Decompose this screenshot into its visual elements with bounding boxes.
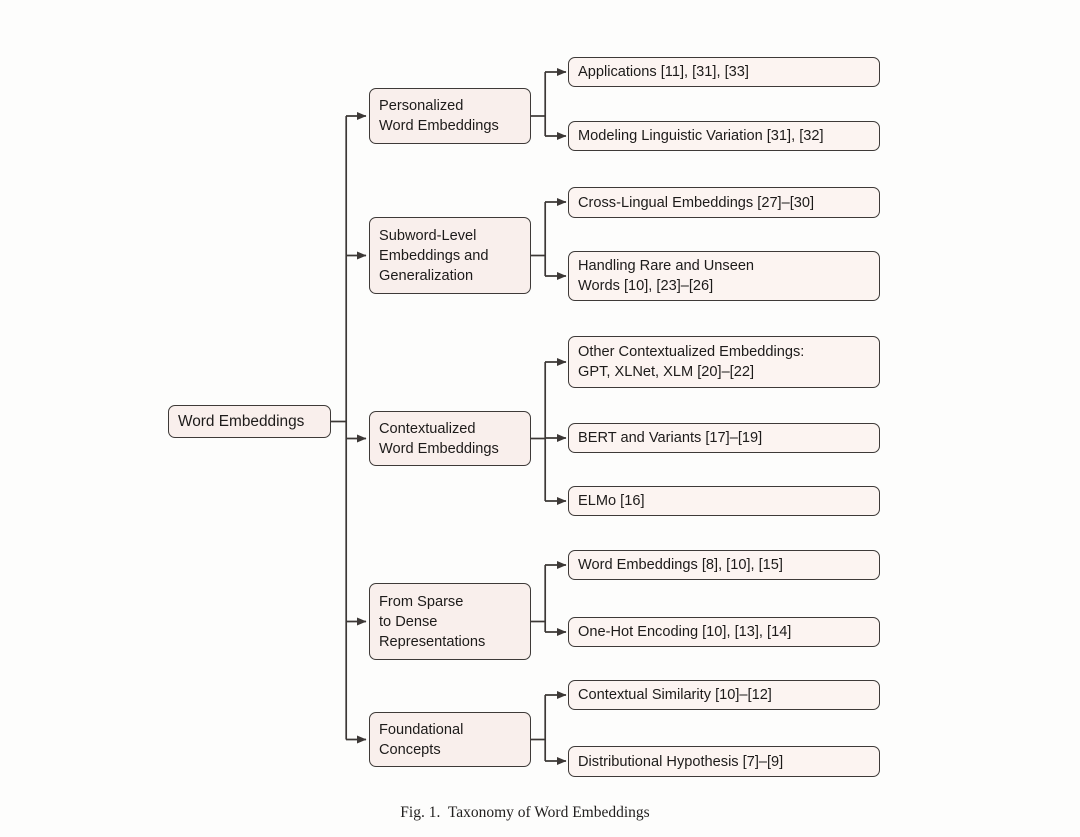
leaf-contextual-similarity: Contextual Similarity [10]–[12] [568, 680, 880, 710]
leaf-modeling-linguistic-variation: Modeling Linguistic Variation [31], [32] [568, 121, 880, 151]
leaf-handling-rare-unseen-words: Handling Rare and Unseen Words [10], [23… [568, 251, 880, 301]
leaf-bert-and-variants: BERT and Variants [17]–[19] [568, 423, 880, 453]
leaf-one-hot-encoding: One-Hot Encoding [10], [13], [14] [568, 617, 880, 647]
branch-foundational-concepts: Foundational Concepts [369, 712, 531, 767]
tree-root-word-embeddings: Word Embeddings [168, 405, 331, 438]
branch-from-sparse-to-dense: From Sparse to Dense Representations [369, 583, 531, 660]
branch-subword-level-embeddings: Subword-Level Embeddings and Generalizat… [369, 217, 531, 294]
leaf-distributional-hypothesis: Distributional Hypothesis [7]–[9] [568, 746, 880, 777]
leaf-applications: Applications [11], [31], [33] [568, 57, 880, 87]
leaf-elmo: ELMo [16] [568, 486, 880, 516]
branch-contextualized-word-embeddings: Contextualized Word Embeddings [369, 411, 531, 466]
leaf-word-embeddings-refs: Word Embeddings [8], [10], [15] [568, 550, 880, 580]
leaf-other-contextualized-embeddings: Other Contextualized Embeddings: GPT, XL… [568, 336, 880, 388]
leaf-cross-lingual-embeddings: Cross-Lingual Embeddings [27]–[30] [568, 187, 880, 218]
branch-personalized-word-embeddings: Personalized Word Embeddings [369, 88, 531, 144]
figure-caption: Fig. 1. Taxonomy of Word Embeddings [400, 804, 650, 821]
